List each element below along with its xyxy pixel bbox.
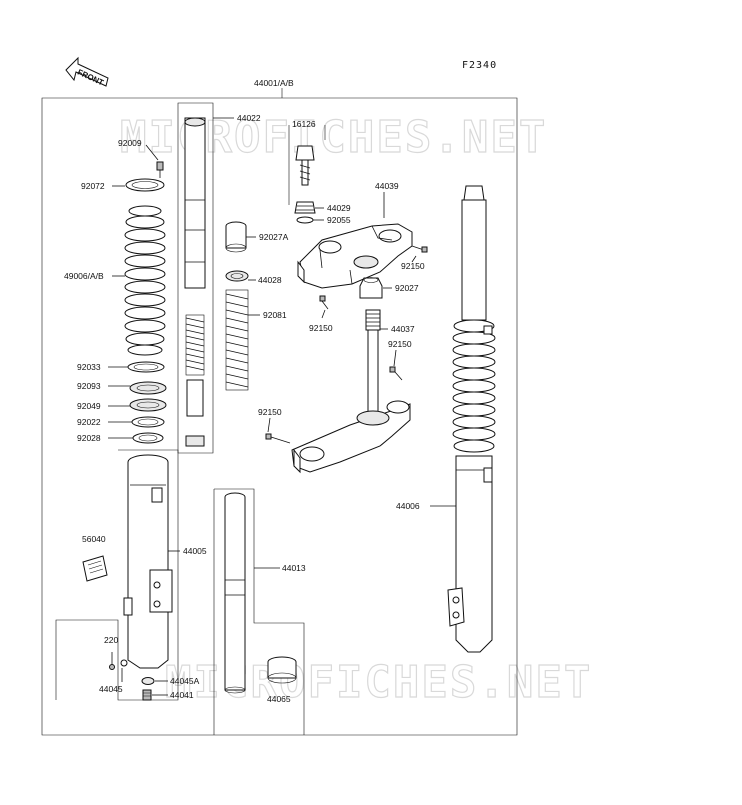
assembly-outline: [41, 88, 518, 736]
label-92072: 92072: [81, 181, 105, 191]
part-44006-fork-assembly: [447, 185, 496, 653]
label-92150-a: 92150: [401, 261, 425, 271]
label-92027: 92027: [395, 283, 419, 293]
part-92027A-spacer: [225, 221, 247, 253]
figure-code: F2340: [462, 60, 497, 71]
part-92055-o-ring: [296, 216, 314, 224]
label-44041: 44041: [170, 690, 194, 700]
part-44065-ring: [267, 656, 297, 684]
part-92150-bolt-c: [389, 366, 403, 381]
part-44045-screw: [120, 659, 128, 667]
label-16126: 16126: [292, 119, 316, 129]
label-92093: 92093: [77, 381, 101, 391]
part-92049-seal: [129, 398, 167, 412]
label-92022: 92022: [77, 417, 101, 427]
label-44001: 44001/A/B: [254, 78, 294, 88]
label-44045: 44045: [99, 684, 123, 694]
part-220-screw: [109, 652, 115, 670]
label-92055: 92055: [327, 215, 351, 225]
part-92150-bolt-d: [265, 433, 291, 444]
label-92028: 92028: [77, 433, 101, 443]
label-92150-b: 92150: [309, 323, 333, 333]
part-92028-bush: [132, 432, 164, 444]
part-44037-steering-stem: [291, 309, 411, 474]
part-92081-spring: [225, 289, 249, 391]
part-92093-seal: [129, 381, 167, 395]
label-44022: 44022: [237, 113, 261, 123]
front-label: FRONT: [76, 68, 105, 88]
label-44029: 44029: [327, 203, 351, 213]
part-44013-inner-tube: [213, 488, 305, 735]
label-92150-d: 92150: [258, 407, 282, 417]
part-44028-washer: [225, 270, 249, 282]
label-92049: 92049: [77, 401, 101, 411]
part-44045A-washer: [141, 677, 155, 685]
label-92081: 92081: [263, 310, 287, 320]
label-220: 220: [104, 635, 118, 645]
label-44045A: 44045A: [170, 676, 200, 686]
part-44029-cap-bolt: [294, 201, 316, 214]
part-92027-bush: [359, 277, 383, 299]
part-56040-label-plate: [82, 555, 108, 582]
part-92022-washer: [131, 416, 165, 428]
label-56040: 56040: [82, 534, 106, 544]
part-44039-upper-clamp: [297, 223, 413, 289]
label-92150-c: 92150: [388, 339, 412, 349]
label-92033: 92033: [77, 362, 101, 372]
front-arrow-icon: FRONT: [65, 56, 109, 88]
label-92009: 92009: [118, 138, 142, 148]
part-49006-fork-boot: [124, 205, 166, 356]
label-49006: 49006/A/B: [64, 271, 104, 281]
part-44022-inner-tube: [177, 102, 214, 454]
label-92027A: 92027A: [259, 232, 289, 242]
watermark-top: MICROFICHES.NET: [120, 112, 547, 163]
part-16126-air-valve: [288, 125, 326, 205]
part-44041-drain-bolt: [142, 689, 152, 701]
part-92009-bolt: [156, 161, 164, 178]
label-44005: 44005: [183, 546, 207, 556]
label-44065: 44065: [267, 694, 291, 704]
label-44006: 44006: [396, 501, 420, 511]
part-92033-ring: [127, 361, 165, 373]
part-92150-bolt-a: [411, 245, 428, 253]
label-44028: 44028: [258, 275, 282, 285]
part-92150-bolt-b: [319, 295, 329, 310]
label-44039: 44039: [375, 181, 399, 191]
label-44013: 44013: [282, 563, 306, 573]
part-44005-outer-tube: [55, 449, 179, 701]
part-92072-clamp: [125, 178, 165, 192]
label-44037: 44037: [391, 324, 415, 334]
